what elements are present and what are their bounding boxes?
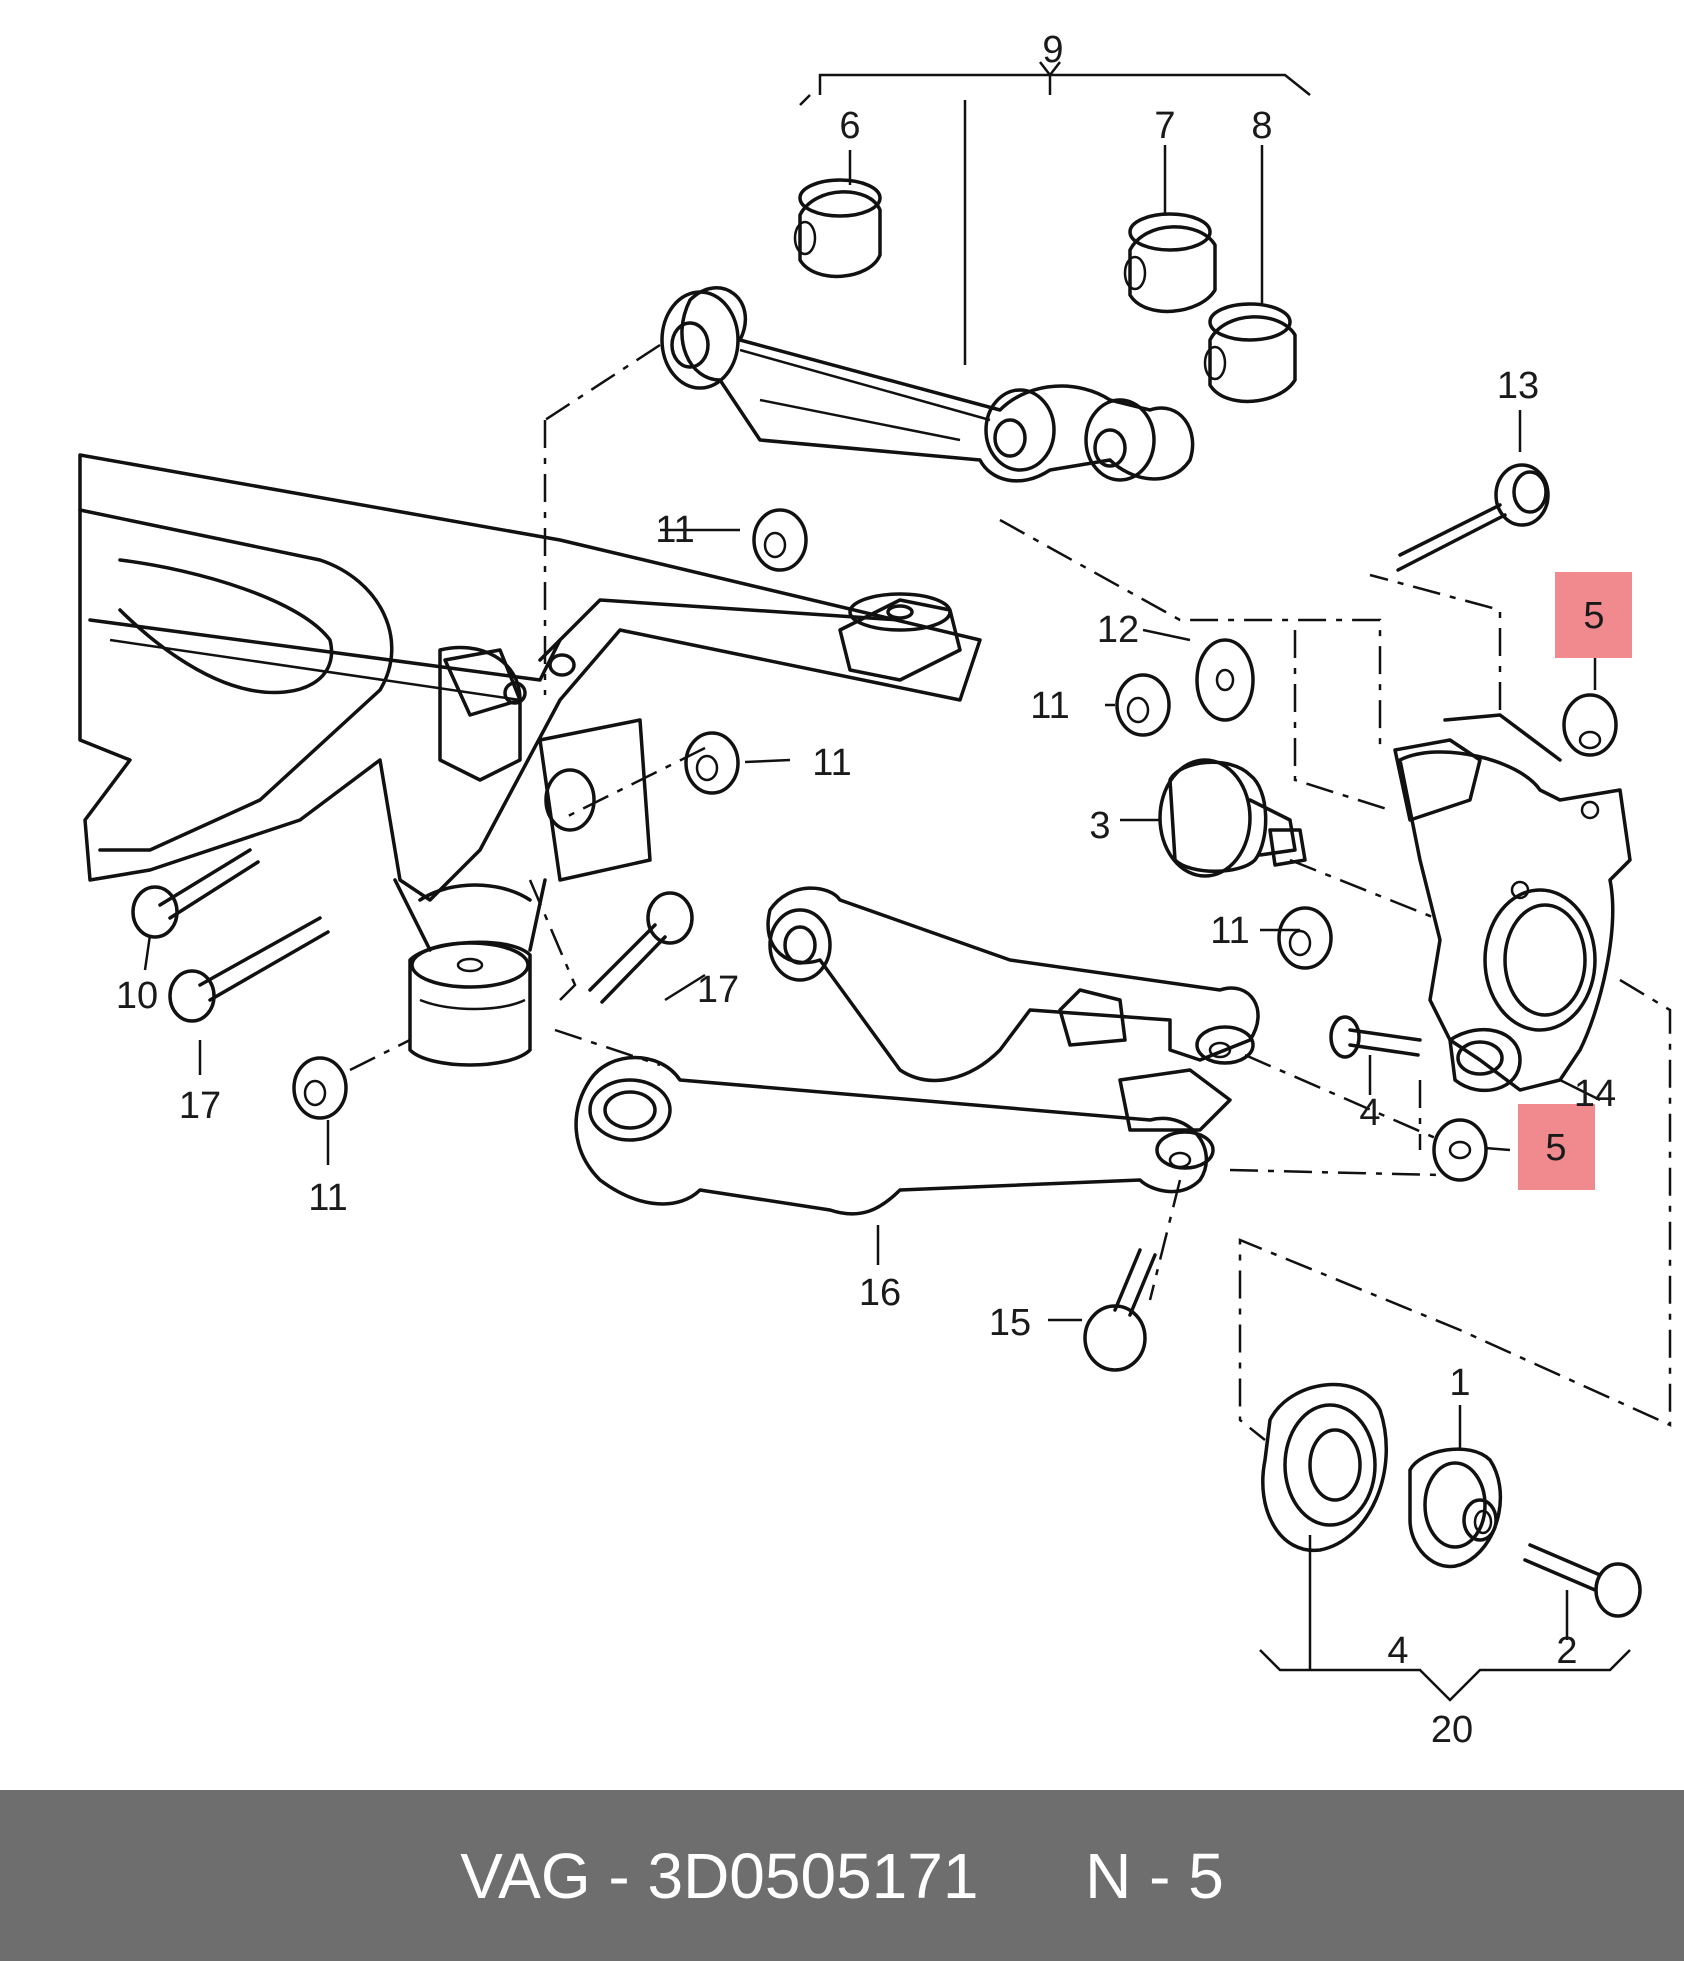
- transverse-link: [766, 886, 1260, 1083]
- callout-4-b: 4: [1387, 1630, 1408, 1672]
- highlight-box-bottom: [1518, 1104, 1595, 1190]
- callout-13: 13: [1497, 365, 1539, 407]
- callout-15: 15: [989, 1302, 1031, 1344]
- lower-control-arm: [574, 1055, 1232, 1216]
- wheel-bearing-housing: [1393, 713, 1632, 1093]
- callout-17-a: 17: [179, 1085, 221, 1127]
- callout-1: 1: [1449, 1362, 1470, 1404]
- callout-16: 16: [859, 1272, 901, 1314]
- callout-6: 6: [839, 105, 860, 147]
- suspension-exploded-diagram: 9 6 7 8 13 5 12 11 11 11 3 11 10 17 17 4…: [78, 29, 1672, 1751]
- upper-control-arm: [660, 178, 1297, 483]
- fasteners: [131, 463, 1642, 1618]
- highlight-box-top: [1555, 572, 1632, 658]
- callout-9: 9: [1042, 29, 1063, 71]
- callout-11-d: 11: [1210, 910, 1249, 952]
- callout-3: 3: [1089, 805, 1110, 847]
- footer-part-number: 3D0505171: [647, 1839, 979, 1912]
- footer-position-label: N - 5: [1085, 1839, 1224, 1912]
- callout-8: 8: [1251, 105, 1272, 147]
- footer-separator: -: [608, 1839, 630, 1912]
- callout-11-e: 11: [308, 1177, 347, 1219]
- wheel-hub-assembly: [1261, 1382, 1503, 1569]
- callout-5-bottom: 5: [1545, 1127, 1566, 1169]
- ball-joint: [1158, 758, 1307, 878]
- callout-4-a: 4: [1359, 1092, 1380, 1134]
- subframe: [78, 453, 982, 1067]
- callout-14: 14: [1574, 1073, 1616, 1115]
- callout-11-b: 11: [1030, 685, 1069, 727]
- callout-5-top: 5: [1583, 595, 1604, 637]
- callout-7: 7: [1154, 105, 1175, 147]
- callout-2: 2: [1556, 1630, 1577, 1672]
- assembly-lines: [349, 343, 1672, 1441]
- callout-11-a: 11: [655, 509, 694, 551]
- callout-12: 12: [1097, 609, 1139, 651]
- callout-20: 20: [1431, 1709, 1473, 1751]
- part-number-footer: VAG - 3D0505171 N - 5: [0, 1790, 1684, 1961]
- callout-17-b: 17: [697, 969, 739, 1011]
- leader-lines: [143, 61, 1631, 1702]
- footer-brand: VAG: [460, 1839, 591, 1912]
- callout-labels: 9 6 7 8 13 5 12 11 11 11 3 11 10 17 17 4…: [116, 29, 1616, 1751]
- callout-11-c: 11: [812, 742, 851, 784]
- callout-10: 10: [116, 975, 158, 1017]
